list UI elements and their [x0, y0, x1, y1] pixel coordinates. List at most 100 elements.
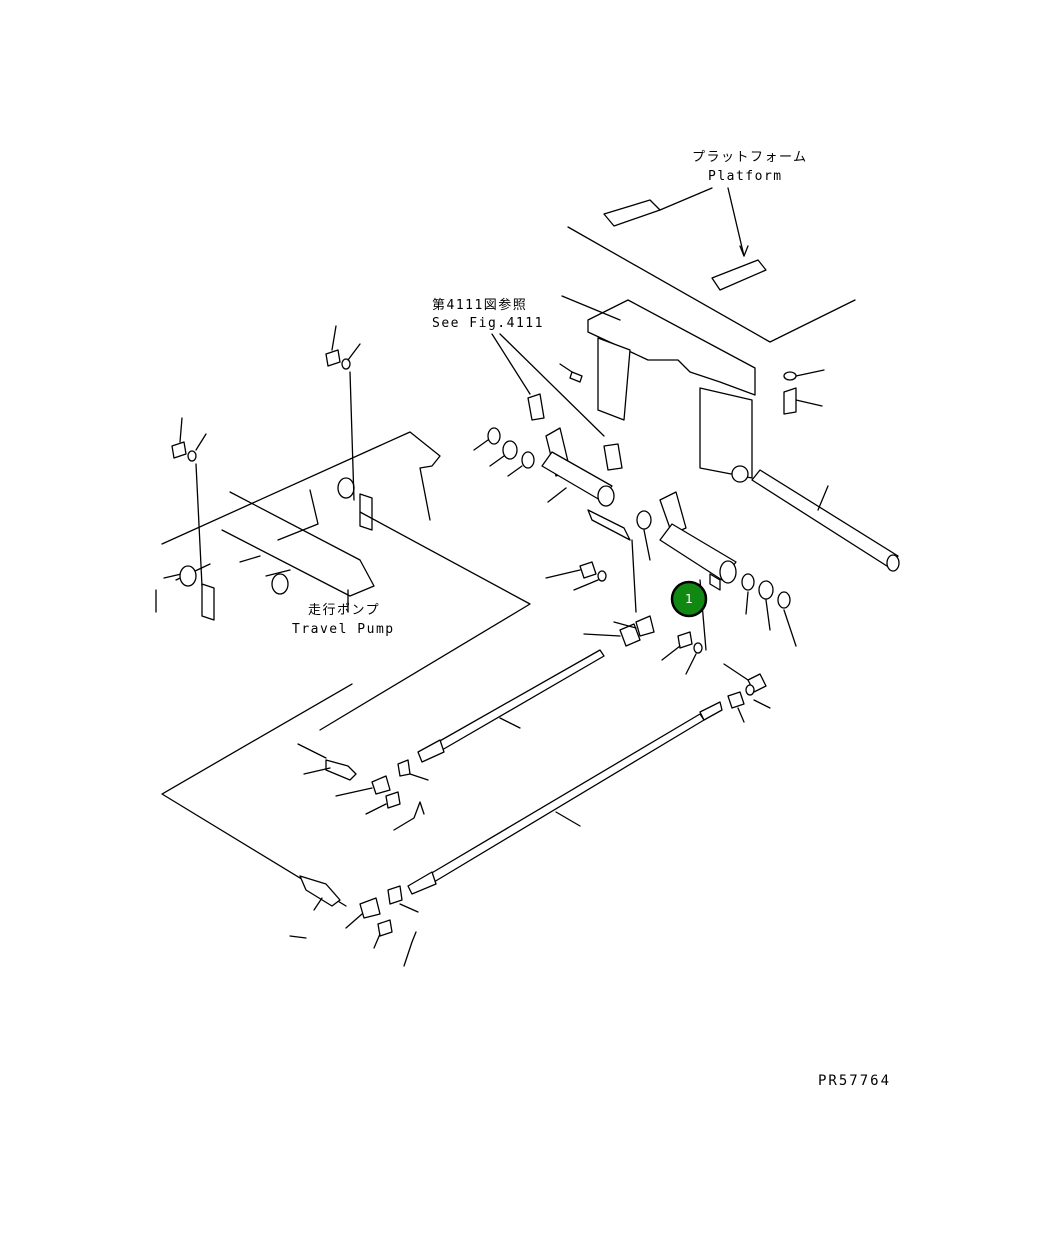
- washer: [783, 371, 797, 381]
- rod-1: [437, 649, 605, 751]
- platform-outline: [567, 226, 856, 343]
- leader-line: [795, 369, 825, 377]
- pump-port: [337, 477, 355, 499]
- leader-line: [335, 787, 373, 797]
- tube-1: [541, 451, 613, 501]
- bracket-arm-2: [659, 491, 687, 535]
- washer: [636, 510, 652, 530]
- platform-assembly: [559, 187, 900, 572]
- pump-envelope: [319, 511, 531, 731]
- nut: [677, 631, 693, 649]
- leader-lines: [331, 325, 361, 501]
- callout-1-marker[interactable]: [670, 580, 708, 618]
- leader-line: [365, 803, 387, 815]
- washer: [777, 591, 791, 609]
- tube-1-plate: [587, 509, 631, 541]
- lock-washer: [745, 684, 755, 696]
- pump-outline: [161, 431, 441, 545]
- tube-1-arm: [631, 539, 637, 613]
- rod-2: [429, 713, 705, 883]
- platform-plate-2: [711, 259, 767, 291]
- lock-washer: [693, 642, 703, 654]
- leader-line: [303, 767, 331, 775]
- leader-lines: [473, 439, 523, 477]
- drawing-code: PR57764: [818, 1073, 891, 1089]
- grease-fittings: [491, 333, 623, 471]
- pump-port: [179, 565, 197, 587]
- pedal-shafts: [473, 427, 797, 723]
- leader-line: [547, 487, 567, 503]
- tube-1-end: [597, 485, 615, 507]
- platform-arrow-1: [659, 187, 713, 211]
- clevis-1: [325, 759, 357, 781]
- nut: [325, 349, 341, 367]
- pump-port: [271, 573, 289, 595]
- leader-lines: [661, 645, 697, 675]
- cotter-pin-2: [403, 931, 417, 967]
- pump-lever-plate: [201, 583, 215, 621]
- grease-fitting-1: [527, 393, 545, 421]
- pin: [569, 371, 583, 383]
- leader-line: [289, 935, 307, 939]
- nut: [727, 691, 745, 709]
- shaft-end: [886, 554, 900, 572]
- bracket-bushing: [731, 465, 749, 483]
- washer: [487, 427, 501, 445]
- leader-line: [373, 933, 381, 949]
- leader-line: [409, 773, 429, 781]
- washer: [521, 451, 535, 469]
- travel-pump-label-en: Travel Pump: [292, 622, 395, 637]
- leader-line: [643, 529, 651, 561]
- tube-2-end: [719, 560, 737, 584]
- clevis-2: [299, 875, 341, 907]
- leader-line: [313, 897, 323, 911]
- callout-1[interactable]: 1: [670, 580, 708, 618]
- long-shaft: [751, 469, 899, 569]
- bracket-right-leg: [699, 387, 753, 479]
- platform-label-jp: プラットフォーム: [692, 150, 808, 165]
- leader-lines: [745, 591, 797, 647]
- nut-1: [397, 759, 411, 777]
- tube-2: [659, 523, 737, 581]
- leader-line: [795, 399, 823, 407]
- nut: [579, 561, 597, 579]
- ball-joint-2: [359, 897, 381, 919]
- bracket-left-leg: [597, 337, 631, 421]
- leader-line: [499, 717, 521, 729]
- leader-lines: [179, 417, 207, 587]
- leader-line: [559, 363, 573, 373]
- rod-1-thread: [417, 739, 445, 763]
- bolt: [783, 387, 797, 415]
- platform-arrowhead-2: [739, 245, 749, 257]
- pump-lever-plate: [359, 493, 373, 531]
- leader-line: [555, 811, 581, 827]
- washer: [502, 440, 518, 460]
- nut-3: [387, 885, 403, 905]
- rod-envelope: [161, 683, 353, 907]
- grease-fitting-2: [603, 443, 623, 471]
- rod-2-end: [699, 701, 723, 721]
- lock-washer: [597, 570, 607, 582]
- leader-line: [399, 903, 419, 913]
- see-fig-label-jp: 第4111図参照: [432, 297, 527, 313]
- washer: [758, 580, 774, 600]
- leader-line: [753, 699, 771, 709]
- arm-link: [723, 663, 749, 681]
- leader-line: [345, 913, 363, 929]
- callout-1-number: 1: [685, 592, 693, 606]
- washer: [741, 573, 755, 591]
- leader-line: [737, 707, 745, 723]
- ball-joint-1: [371, 775, 391, 795]
- see-fig-label-en: See Fig.4111: [432, 316, 544, 331]
- cotter-pin-1: [393, 801, 425, 831]
- fig-arrow-2: [499, 333, 605, 437]
- nut-4: [377, 919, 393, 937]
- travel-pump-assembly: [155, 325, 531, 731]
- leader-line: [817, 485, 829, 511]
- platform-label-en: Platform: [708, 169, 783, 184]
- platform-plate-1: [603, 199, 661, 227]
- fig-arrow-1: [491, 333, 531, 395]
- lock-washer: [187, 450, 197, 462]
- nut: [171, 441, 187, 459]
